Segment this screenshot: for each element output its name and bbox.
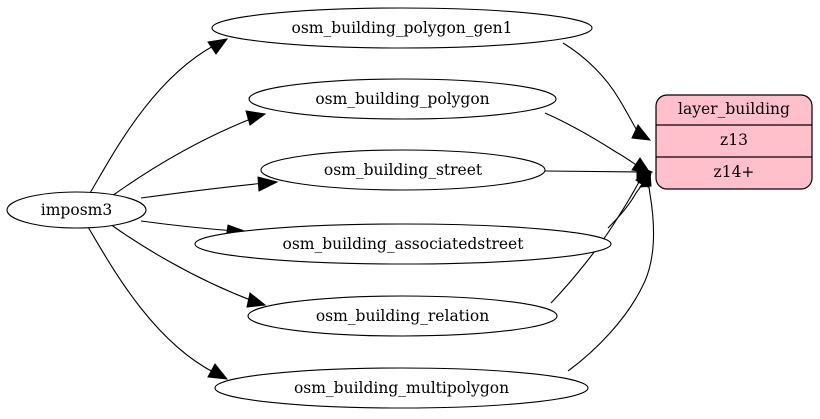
node-osm-building-polygon[interactable]: osm_building_polygon: [248, 78, 557, 120]
node-label-osm-building-polygon-gen1: osm_building_polygon_gen1: [292, 19, 513, 37]
edge-path: [89, 44, 216, 194]
edge-path: [109, 223, 254, 302]
node-label-osm-building-polygon: osm_building_polygon: [315, 90, 489, 108]
node-label-osm-building-relation: osm_building_relation: [316, 307, 489, 325]
record-row-zoom-z13: z13: [720, 131, 748, 149]
edge-imposm3-to-osm-building-polygon-gen1: [89, 38, 229, 194]
edge-osm-building-multipolygon-to-z14plus: [567, 170, 655, 372]
node-osm-building-associatedstreet[interactable]: osm_building_associatedstreet: [194, 223, 612, 265]
arrow-head-icon: [631, 124, 652, 141]
edge-imposm3-to-osm-building-relation: [109, 223, 267, 308]
edge-path: [567, 175, 655, 372]
node-osm-building-multipolygon[interactable]: osm_building_multipolygon: [214, 367, 589, 409]
arrow-head-icon: [639, 170, 652, 188]
arrow-head-icon: [257, 176, 279, 192]
edge-path: [544, 112, 640, 168]
record-row-layer-name: layer_building: [678, 100, 790, 118]
edge-path: [544, 170, 642, 173]
node-label-imposm3: imposm3: [41, 201, 112, 219]
edge-path: [550, 176, 643, 304]
edge-group-tables-to-layer: [544, 42, 655, 372]
node-shape-ellipse[interactable]: [214, 367, 589, 409]
edge-path: [111, 117, 254, 197]
edge-path: [140, 182, 266, 199]
node-osm-building-relation[interactable]: osm_building_relation: [247, 295, 558, 337]
node-osm-building-street[interactable]: osm_building_street: [260, 149, 546, 191]
node-label-osm-building-street: osm_building_street: [324, 161, 483, 179]
arrow-head-icon: [207, 363, 229, 380]
arrow-head-icon: [246, 292, 267, 308]
arrow-head-icon: [207, 38, 229, 55]
node-shape-ellipse[interactable]: [6, 191, 147, 229]
edge-imposm3-to-osm-building-street: [140, 176, 279, 199]
node-shape-ellipse[interactable]: [248, 78, 557, 120]
record-shape[interactable]: [655, 94, 813, 190]
node-layer-building[interactable]: layer_building z13 z14+: [655, 94, 813, 190]
edge-osm-building-polygon-gen1-to-z13: [562, 42, 652, 141]
record-row-zoom-z14plus: z14+: [714, 163, 755, 181]
edge-imposm3-to-osm-building-multipolygon: [87, 226, 229, 380]
edge-path: [562, 42, 640, 135]
edge-path: [140, 220, 236, 232]
node-label-osm-building-multipolygon: osm_building_multipolygon: [294, 379, 509, 397]
node-osm-building-polygon-gen1[interactable]: osm_building_polygon_gen1: [211, 7, 593, 49]
edge-osm-building-polygon-to-z14plus: [544, 112, 652, 174]
arrow-head-icon: [245, 110, 267, 126]
node-shape-ellipse[interactable]: [211, 7, 593, 49]
node-shape-ellipse[interactable]: [260, 149, 546, 191]
node-shape-ellipse[interactable]: [194, 223, 612, 265]
node-imposm3[interactable]: imposm3: [6, 191, 147, 229]
node-shape-ellipse[interactable]: [247, 295, 558, 337]
edge-path: [87, 226, 216, 374]
edge-imposm3-to-osm-building-polygon: [111, 110, 267, 197]
node-label-osm-building-associatedstreet: osm_building_associatedstreet: [283, 235, 525, 253]
